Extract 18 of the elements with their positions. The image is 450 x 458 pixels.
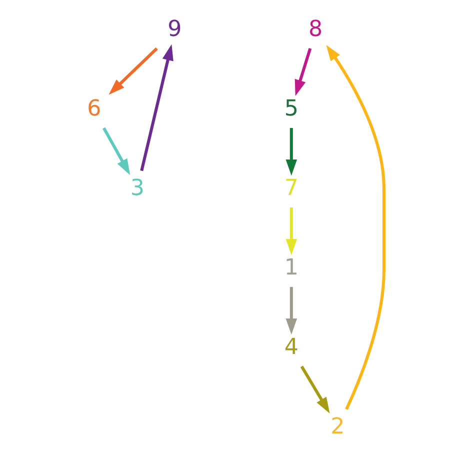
- node-text: 4: [284, 334, 298, 360]
- node-text: 1: [284, 254, 298, 280]
- node-text: 7: [284, 174, 298, 201]
- arrow: [326, 44, 385, 410]
- node-text: 9: [167, 16, 182, 42]
- node-text: 8: [308, 16, 322, 42]
- arrow: [300, 366, 330, 414]
- arrow: [285, 128, 297, 176]
- arrow: [285, 207, 297, 256]
- node-text: 5: [284, 95, 298, 122]
- node-text: 6: [86, 95, 101, 122]
- node-text: 3: [130, 174, 144, 201]
- node-text: 2: [330, 413, 344, 440]
- arrow: [140, 44, 173, 172]
- arrow: [108, 47, 158, 95]
- arrow: [102, 127, 130, 176]
- arrow: [285, 286, 297, 335]
- arrow: [294, 48, 312, 96]
